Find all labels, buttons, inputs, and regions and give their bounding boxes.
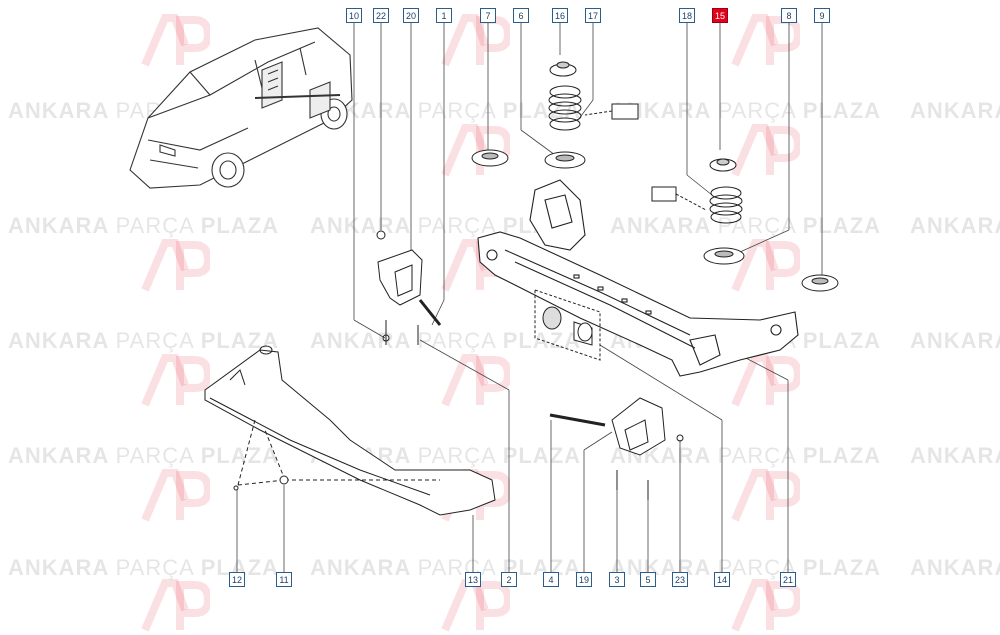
watermark-text: ANKARA PARÇA PLAZA bbox=[8, 328, 280, 353]
rear-axle-beam bbox=[477, 179, 799, 377]
callout-18[interactable]: 18 bbox=[679, 8, 695, 23]
callout-1[interactable]: 1 bbox=[436, 8, 452, 23]
callout-11[interactable]: 11 bbox=[276, 572, 292, 587]
watermark-text: ANKARA PARÇA PLAZA bbox=[8, 555, 280, 580]
callout-23[interactable]: 23 bbox=[672, 572, 688, 587]
callout-5[interactable]: 5 bbox=[640, 572, 656, 587]
mounting-bracket-left bbox=[376, 230, 442, 345]
callout-12[interactable]: 12 bbox=[229, 572, 245, 587]
axle-bushing bbox=[534, 289, 601, 361]
mounting-bracket-right bbox=[549, 397, 684, 500]
watermark-text: ANKARA PARÇA PLAZA bbox=[910, 328, 1000, 353]
watermark-text: ANKARA PARÇA PLAZA bbox=[610, 98, 882, 123]
watermark-text: ANKARA PARÇA PLAZA bbox=[910, 98, 1000, 123]
callout-21[interactable]: 21 bbox=[780, 572, 796, 587]
rear-spring-assembly-right bbox=[651, 158, 839, 292]
parts-diagram: ANKARA PARÇA PLAZA ANKARA PARÇA PLAZA ANKA… bbox=[8, 8, 1000, 632]
callout-19[interactable]: 19 bbox=[576, 572, 592, 587]
callout-17[interactable]: 17 bbox=[585, 8, 601, 23]
brand-logo-icon bbox=[441, 354, 510, 407]
brand-logo-icon bbox=[141, 469, 210, 522]
callout-22[interactable]: 22 bbox=[373, 8, 389, 23]
watermark-text: ANKARA PARÇA PLAZA bbox=[910, 443, 1000, 468]
watermark-text: ANKARA PARÇA PLAZA bbox=[8, 213, 280, 238]
watermark-text: ANKARA PARÇA PLAZA bbox=[8, 443, 280, 468]
callout-15[interactable]: 15 bbox=[712, 8, 728, 23]
brand-logo-icon bbox=[731, 469, 800, 522]
brand-logo-icon bbox=[441, 14, 510, 67]
leader-lines bbox=[236, 22, 823, 572]
brand-logo-icon bbox=[141, 354, 210, 407]
underbody-shield bbox=[204, 345, 496, 516]
brand-logo-icon bbox=[141, 14, 210, 67]
brand-logo-icon bbox=[141, 239, 210, 292]
watermark-text: ANKARA PARÇA PLAZA bbox=[910, 213, 1000, 238]
callout-2[interactable]: 2 bbox=[501, 572, 517, 587]
callout-6[interactable]: 6 bbox=[513, 8, 529, 23]
callout-8[interactable]: 8 bbox=[781, 8, 797, 23]
brand-logo-icon bbox=[731, 124, 800, 177]
brand-logo-icon bbox=[731, 354, 800, 407]
callout-10[interactable]: 10 bbox=[346, 8, 362, 23]
watermark-text: ANKARA PARÇA PLAZA bbox=[610, 555, 882, 580]
watermark-text: ANKARA PARÇA PLAZA bbox=[310, 555, 582, 580]
callout-14[interactable]: 14 bbox=[714, 572, 730, 587]
rear-spring-assembly-left bbox=[471, 61, 639, 169]
callout-7[interactable]: 7 bbox=[480, 8, 496, 23]
watermark-text: ANKARA PARÇA PLAZA bbox=[610, 213, 882, 238]
vehicle-illustration bbox=[129, 27, 353, 189]
callout-4[interactable]: 4 bbox=[543, 572, 559, 587]
diagram-svg bbox=[129, 22, 839, 572]
callout-3[interactable]: 3 bbox=[609, 572, 625, 587]
callout-13[interactable]: 13 bbox=[465, 572, 481, 587]
watermark-text: ANKARA PARÇA PLAZA bbox=[910, 555, 1000, 580]
callout-9[interactable]: 9 bbox=[814, 8, 830, 23]
callout-16[interactable]: 16 bbox=[552, 8, 568, 23]
callout-20[interactable]: 20 bbox=[403, 8, 419, 23]
